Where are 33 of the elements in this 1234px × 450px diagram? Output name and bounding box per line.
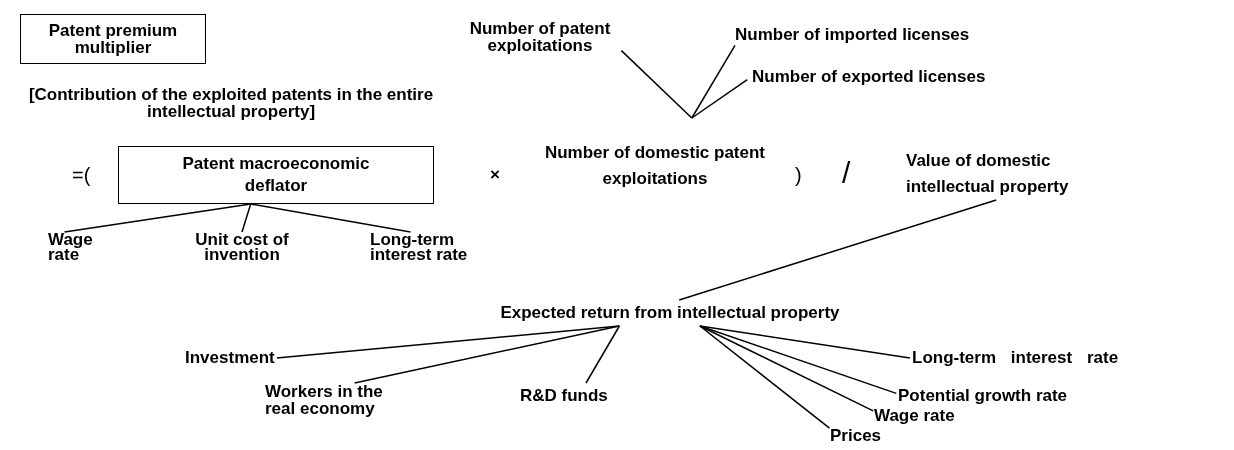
connector-line	[353, 325, 621, 384]
operator-symbol: /	[842, 155, 851, 191]
connector-line	[678, 199, 997, 301]
connector-line	[585, 325, 621, 384]
term-box: Patent macroeconomic deflator	[118, 146, 434, 204]
connector-line	[276, 325, 621, 359]
term-label: Number of imported licenses	[735, 22, 970, 48]
term-label: R&D funds	[520, 383, 608, 409]
term-label: [Contribution of the exploited patents in the entire intellectual property]	[6, 86, 456, 120]
connector-line	[241, 203, 252, 233]
operator-symbol: ×	[490, 164, 500, 186]
term-label: Workers in the real economy	[265, 383, 405, 417]
term-label: Number of domestic patent exploitations	[540, 118, 770, 192]
connector-line	[699, 325, 911, 359]
term-label: Number of exported licenses	[752, 64, 986, 90]
term-label: Value of domestic intellectual property	[906, 148, 1126, 200]
connector-line	[691, 78, 749, 119]
term-box: Patent premium multiplier	[20, 14, 206, 64]
term-label: Long-term interest rate	[912, 345, 1119, 371]
term-label: Investment	[185, 345, 275, 371]
term-label: Number of patent exploitations	[430, 20, 650, 54]
term-label: Unit cost of invention	[172, 232, 312, 262]
operator-symbol: =(	[72, 163, 91, 188]
term-label: Wage rate	[48, 232, 103, 262]
connector-line	[699, 325, 831, 429]
connector-line	[249, 203, 412, 233]
operator-symbol: )	[795, 163, 802, 188]
connector-line	[691, 44, 736, 119]
term-label: Expected return from intellectual property	[440, 300, 900, 326]
connector-line	[63, 203, 252, 233]
connector-line	[699, 325, 874, 412]
term-label: Long-term interest rate	[370, 232, 505, 262]
connector-line	[620, 49, 693, 119]
